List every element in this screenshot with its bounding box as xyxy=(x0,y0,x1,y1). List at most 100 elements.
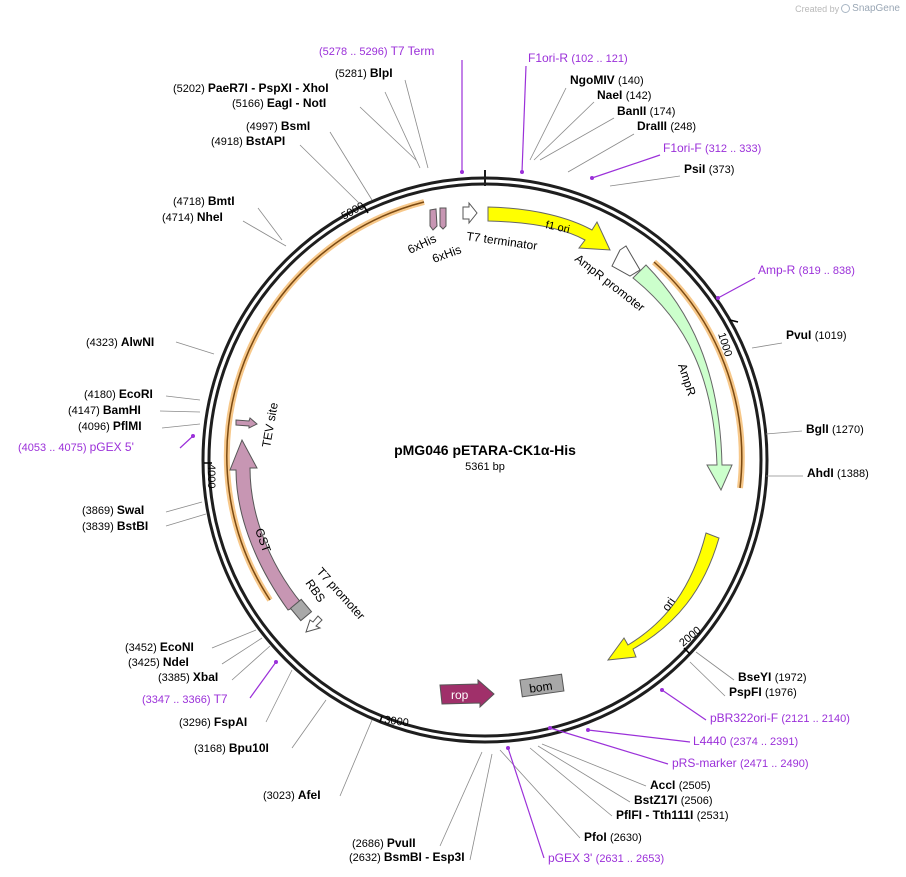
enzyme-label[interactable]: PflFI - Tth111I (2531) xyxy=(616,808,728,822)
leader-line xyxy=(587,729,691,743)
primer-label[interactable]: pRS-marker (2471 .. 2490) xyxy=(672,756,809,770)
enzyme-label[interactable]: (3869) SwaI xyxy=(82,503,144,517)
enzyme-label[interactable]: PsiI (373) xyxy=(684,162,734,176)
feature-gst[interactable]: GST xyxy=(229,438,303,611)
primer-label[interactable]: pGEX 3' (2631 .. 2653) xyxy=(548,851,664,865)
leader-line xyxy=(751,342,783,349)
primer-marker xyxy=(590,176,594,180)
enzyme-label[interactable]: (4997) BsmI xyxy=(246,119,310,133)
leader-line xyxy=(329,131,373,201)
enzyme-label[interactable]: (5166) EagI - NotI xyxy=(232,96,326,110)
primer-label[interactable]: F1ori-F (312 .. 333) xyxy=(663,141,761,155)
leader-line xyxy=(339,719,373,797)
orf-arcs xyxy=(223,199,745,602)
snapgene-credit: Created by SnapGene xyxy=(795,3,900,14)
leader-line xyxy=(507,747,545,859)
enzyme-label[interactable]: (3385) XbaI xyxy=(158,670,218,684)
leader-line xyxy=(257,207,283,241)
enzyme-label[interactable]: (5202) PaeR7I - PspXI - XhoI xyxy=(173,81,329,95)
primer-label[interactable]: (4053 .. 4075) pGEX 5' xyxy=(18,440,134,454)
primer-marker xyxy=(660,688,664,692)
plasmid-size: 5361 bp xyxy=(465,461,505,473)
enzyme-label[interactable]: NgoMIV (140) xyxy=(570,73,644,87)
enzyme-label[interactable]: (3168) Bpu10I xyxy=(194,741,269,755)
enzyme-label[interactable]: (2632) BsmBI - Esp3I xyxy=(349,850,465,864)
enzyme-label[interactable]: (4918) BstAPI xyxy=(211,134,285,148)
leader-line xyxy=(469,753,493,861)
leader-line xyxy=(549,727,669,765)
enzyme-label[interactable]: DraIII (248) xyxy=(637,119,696,133)
leader-line xyxy=(499,749,581,839)
leader-line xyxy=(165,395,201,401)
feature-rop[interactable]: rop xyxy=(439,678,495,709)
leader-line xyxy=(609,175,681,187)
primer-label[interactable]: (5278 .. 5296) T7 Term xyxy=(319,44,434,58)
leader-line xyxy=(161,423,201,429)
enzyme-label[interactable]: (2686) PvuII xyxy=(352,836,416,850)
snapgene-logo-icon xyxy=(841,4,851,13)
enzyme-label[interactable]: (4714) NheI xyxy=(162,210,223,224)
leader-line xyxy=(533,101,595,161)
primer-marker xyxy=(586,728,590,732)
leader-line xyxy=(231,645,271,681)
enzyme-label[interactable]: PfoI (2630) xyxy=(584,830,642,844)
primer-marker xyxy=(506,746,510,750)
enzyme-label[interactable]: (3452) EcoNI xyxy=(125,640,194,654)
enzyme-label[interactable]: (4323) AlwNI xyxy=(86,335,154,349)
label-t7-terminator: T7 terminator xyxy=(466,229,539,253)
leader-line xyxy=(529,747,613,817)
leader-line xyxy=(175,341,215,355)
enzyme-label[interactable]: (4096) PflMI xyxy=(78,419,142,433)
leader-line xyxy=(695,651,735,681)
leader-line xyxy=(541,743,647,787)
leader-line xyxy=(717,277,756,299)
leader-line xyxy=(765,430,803,435)
leader-line xyxy=(249,661,277,699)
enzyme-label[interactable]: BanII (174) xyxy=(617,104,675,118)
leader-line xyxy=(179,435,194,449)
enzyme-label[interactable]: (5281) BlpI xyxy=(335,66,393,80)
leader-line xyxy=(567,133,635,173)
primer-label[interactable]: L4440 (2374 .. 2391) xyxy=(693,734,798,748)
label-6xhis-2: 6xHis xyxy=(430,242,463,265)
feature-ori[interactable]: ori xyxy=(606,532,720,661)
leader-line xyxy=(521,65,527,173)
enzyme-label[interactable]: (4147) BamHI xyxy=(68,403,141,417)
primer-label[interactable]: (3347 .. 3366) T7 xyxy=(142,692,228,706)
feature-6xhis-1[interactable]: 6xHis xyxy=(405,208,438,257)
leader-line xyxy=(529,87,567,161)
enzyme-label[interactable]: PvuI (1019) xyxy=(786,328,846,342)
leader-line xyxy=(211,629,257,649)
enzyme-label[interactable]: NaeI (142) xyxy=(597,88,651,102)
enzyme-label[interactable]: BseYI (1972) xyxy=(738,670,806,684)
plasmid-name: pMG046 pETARA-CK1α-His xyxy=(394,442,576,458)
leader-line xyxy=(539,117,615,161)
credit-brand: SnapGene xyxy=(852,3,900,14)
enzyme-label[interactable]: PspFI (1976) xyxy=(729,685,797,699)
enzyme-label[interactable]: (3425) NdeI xyxy=(128,655,189,669)
enzyme-label[interactable]: (4718) BmtI xyxy=(173,194,235,208)
enzyme-label[interactable]: BglI (1270) xyxy=(806,422,864,436)
enzyme-label[interactable]: BstZ17I (2506) xyxy=(634,793,712,807)
primer-label[interactable]: F1ori-R (102 .. 121) xyxy=(528,51,628,65)
backbone xyxy=(201,170,769,744)
primer-marker xyxy=(460,170,464,174)
enzyme-label[interactable]: (4180) EcoRI xyxy=(84,387,153,401)
primer-label[interactable]: Amp-R (819 .. 838) xyxy=(758,263,855,277)
enzyme-label[interactable]: (3023) AfeI xyxy=(263,788,321,802)
leader-line xyxy=(159,410,201,413)
label-ampr-promoter: AmpR promoter xyxy=(572,251,647,314)
primer-label[interactable]: pBR322ori-F (2121 .. 2140) xyxy=(710,711,850,725)
feature-f1-ori[interactable]: f1 ori xyxy=(487,206,611,251)
enzyme-label[interactable]: (3296) FspAI xyxy=(179,715,247,729)
enzyme-label[interactable]: (3839) BstBI xyxy=(82,519,148,533)
primer-marker xyxy=(520,170,524,174)
enzyme-label[interactable]: AhdI (1388) xyxy=(807,466,869,480)
enzyme-label[interactable]: AccI (2505) xyxy=(650,778,710,792)
leader-line xyxy=(165,501,203,513)
credit-prefix: Created by xyxy=(795,3,840,14)
leader-line xyxy=(265,669,293,723)
primer-marker xyxy=(191,434,195,438)
feature-bom[interactable]: bom xyxy=(519,673,565,698)
